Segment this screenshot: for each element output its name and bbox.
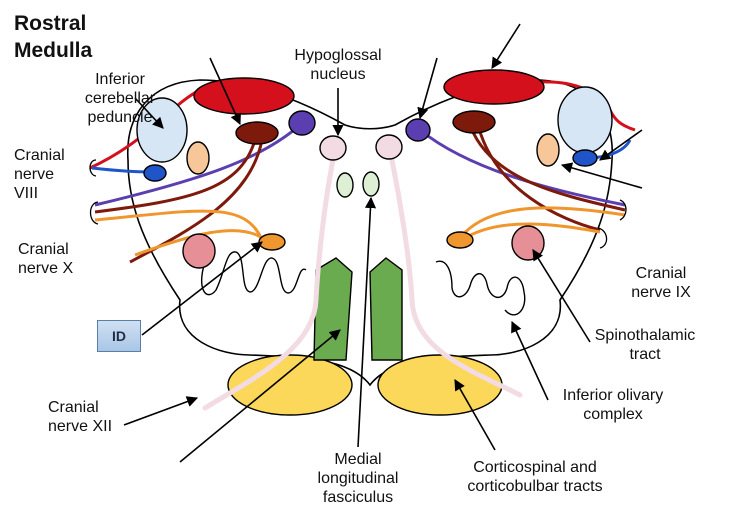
hypoglossal-nucleus-left [319, 135, 347, 161]
cn9-fiber-darkred-right-2 [476, 124, 601, 232]
mlf-right [369, 257, 403, 361]
arrow-top-left [209, 57, 241, 126]
mlf-nucleus-left [336, 172, 354, 198]
pyramid-left [227, 354, 353, 416]
hypoglossal-fiber-right [389, 157, 523, 398]
arrow-right-1 [599, 129, 643, 161]
mlf-nucleus-right [362, 171, 380, 197]
cn9-fiber-purple-right [419, 128, 626, 207]
red-nucleus-left [193, 77, 295, 115]
mlf-left [313, 257, 353, 361]
peach-nucleus-right [536, 133, 560, 167]
inferior-olive-right [435, 260, 526, 316]
cn9-bracket [597, 227, 608, 249]
arrow-icp [134, 97, 164, 129]
inferior-olive-left [200, 251, 307, 296]
arrow-right-2 [560, 162, 643, 189]
peach-nucleus-left [186, 141, 210, 175]
id-answer-box[interactable]: ID [97, 320, 141, 352]
purple-nucleus-right [405, 118, 431, 142]
darkred-nucleus-right [452, 110, 496, 134]
darkred-nucleus-left [235, 121, 279, 145]
orange-nucleus-right [446, 231, 474, 249]
pyramid-right [377, 354, 503, 416]
title-line1: Rostral [14, 12, 87, 35]
red-nucleus-right [443, 69, 545, 105]
cn9-bracket-2 [619, 199, 627, 221]
arrow-spinothalamic [532, 249, 591, 343]
arrow-id [141, 241, 263, 336]
blue-nucleus-right [572, 149, 598, 167]
blue-nucleus-left [143, 164, 167, 182]
cn10-fiber-darkred-left-1 [94, 139, 257, 214]
hypoglossal-nucleus-right [375, 134, 403, 160]
cn9-fiber-darkred-right-1 [468, 124, 626, 212]
cn8-fiber-blue-left [91, 166, 151, 174]
inferior-cerebellar-peduncle-right [557, 86, 613, 154]
arrow-cn12 [123, 396, 199, 426]
cn10-bracket [89, 201, 99, 225]
pointer-arrows [123, 23, 643, 463]
hypoglossal-fiber-left [202, 157, 336, 411]
cn10-fiber-orange-left [94, 209, 264, 241]
title-line2: Medulla [14, 39, 93, 62]
purple-nucleus-left [288, 110, 316, 136]
arrow-bottom-left [179, 329, 341, 463]
cn10-fiber-purple-left [94, 123, 301, 207]
spinothalamic-tract-right [511, 225, 545, 261]
spinothalamic-tract-left [182, 233, 216, 269]
cn9-fiber-orange-right-2 [461, 222, 601, 242]
cn9-fiber-orange-right [458, 206, 626, 239]
arrow-mlf-up [357, 196, 377, 448]
arrow-corticospinal [454, 379, 496, 451]
orange-nucleus-left [258, 233, 286, 251]
cn8-bracket [89, 159, 97, 177]
cn10-fiber-orange-left-2 [134, 229, 266, 257]
arrow-olivary [511, 320, 549, 401]
arrow-top-right-2 [491, 23, 521, 69]
arrow-top-right-1 [417, 57, 438, 120]
